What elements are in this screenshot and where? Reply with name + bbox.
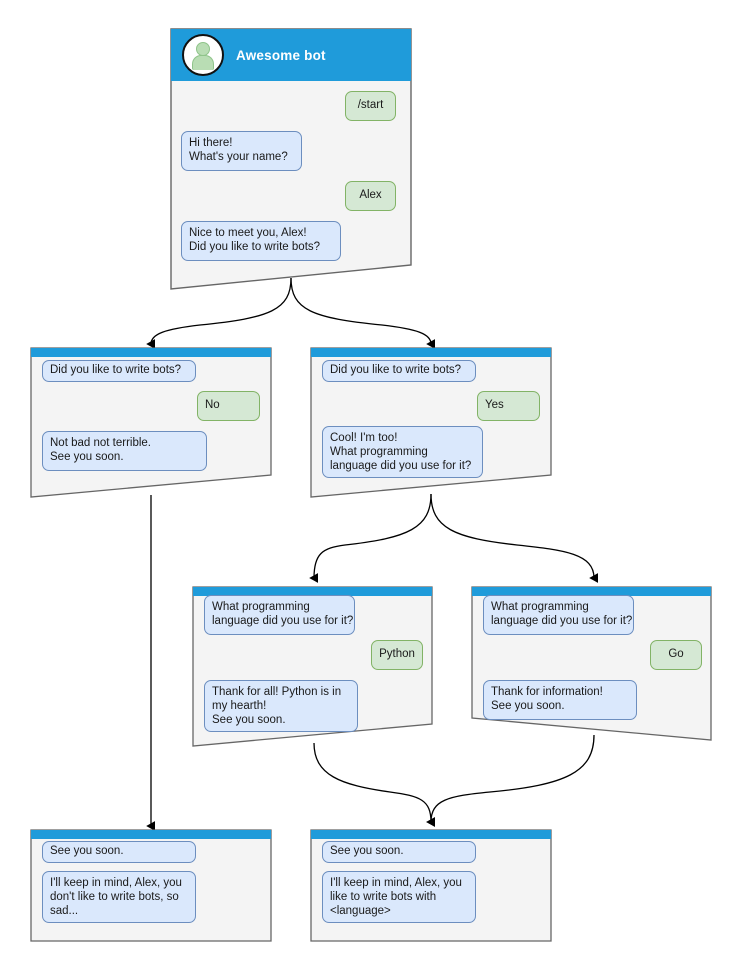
message-bubble-user: No: [197, 391, 260, 421]
node-end-yes-header: [311, 830, 551, 839]
node-no-branch-header: [31, 348, 271, 357]
node-root-body: Awesome bot /start Hi there! What's your…: [169, 27, 413, 291]
message-bubble-bot: Cool! I'm too! What programming language…: [322, 426, 483, 478]
edge-yes-to-python: [309, 493, 432, 584]
message-bubble-bot: I'll keep in mind, Alex, you like to wri…: [322, 871, 476, 923]
message-bubble-bot: What programming language did you use fo…: [204, 595, 355, 635]
message-bubble-bot: What programming language did you use fo…: [483, 595, 634, 635]
node-go-branch-header: [472, 587, 711, 596]
message-bubble-user: Yes: [477, 391, 540, 421]
node-end-no-body: See you soon. I'll keep in mind, Alex, y…: [30, 829, 272, 942]
node-no-branch-body: Did you like to write bots? No Not bad n…: [30, 347, 272, 499]
node-yes-branch[interactable]: Did you like to write bots? Yes Cool! I'…: [310, 347, 552, 499]
node-yes-branch-header: [311, 348, 551, 357]
message-bubble-bot: Thank for information! See you soon.: [483, 680, 637, 720]
node-go-branch-body: What programming language did you use fo…: [471, 586, 712, 742]
node-python-branch-header: [193, 587, 432, 596]
message-bubble-bot: Did you like to write bots?: [42, 360, 196, 382]
message-bubble-bot: Not bad not terrible. See you soon.: [42, 431, 207, 471]
message-bubble-bot: Thank for all! Python is in my hearth! S…: [204, 680, 358, 732]
node-end-no[interactable]: See you soon. I'll keep in mind, Alex, y…: [30, 829, 272, 942]
message-bubble-user: Alex: [345, 181, 396, 211]
edge-yes-to-go: [430, 493, 599, 583]
message-bubble-bot: Did you like to write bots?: [322, 360, 476, 382]
node-root-header: Awesome bot: [171, 29, 411, 81]
node-end-yes-body: See you soon. I'll keep in mind, Alex, y…: [310, 829, 552, 942]
message-bubble-bot: See you soon.: [322, 841, 476, 863]
message-bubble-bot: Nice to meet you, Alex! Did you like to …: [181, 221, 341, 261]
person-avatar-icon: [182, 34, 224, 76]
node-go-branch[interactable]: What programming language did you use fo…: [471, 586, 712, 742]
message-bubble-user: /start: [345, 91, 396, 121]
node-root[interactable]: Awesome bot /start Hi there! What's your…: [169, 27, 413, 291]
message-bubble-bot: See you soon.: [42, 841, 196, 863]
node-python-branch[interactable]: What programming language did you use fo…: [192, 586, 433, 748]
node-no-branch[interactable]: Did you like to write bots? No Not bad n…: [30, 347, 272, 499]
message-bubble-user: Python: [371, 640, 423, 670]
message-bubble-bot: I'll keep in mind, Alex, you don't like …: [42, 871, 196, 923]
avatar-body-icon: [192, 55, 214, 70]
node-end-no-header: [31, 830, 271, 839]
edge-go-to-end-yes: [426, 734, 595, 828]
node-yes-branch-body: Did you like to write bots? Yes Cool! I'…: [310, 347, 552, 499]
node-python-branch-body: What programming language did you use fo…: [192, 586, 433, 748]
node-root-title: Awesome bot: [236, 47, 326, 63]
node-end-yes[interactable]: See you soon. I'll keep in mind, Alex, y…: [310, 829, 552, 942]
message-bubble-bot: Hi there! What's your name?: [181, 131, 302, 171]
message-bubble-user: Go: [650, 640, 702, 670]
edge-python-to-end-yes: [313, 742, 436, 827]
avatar-head-icon: [196, 42, 210, 56]
